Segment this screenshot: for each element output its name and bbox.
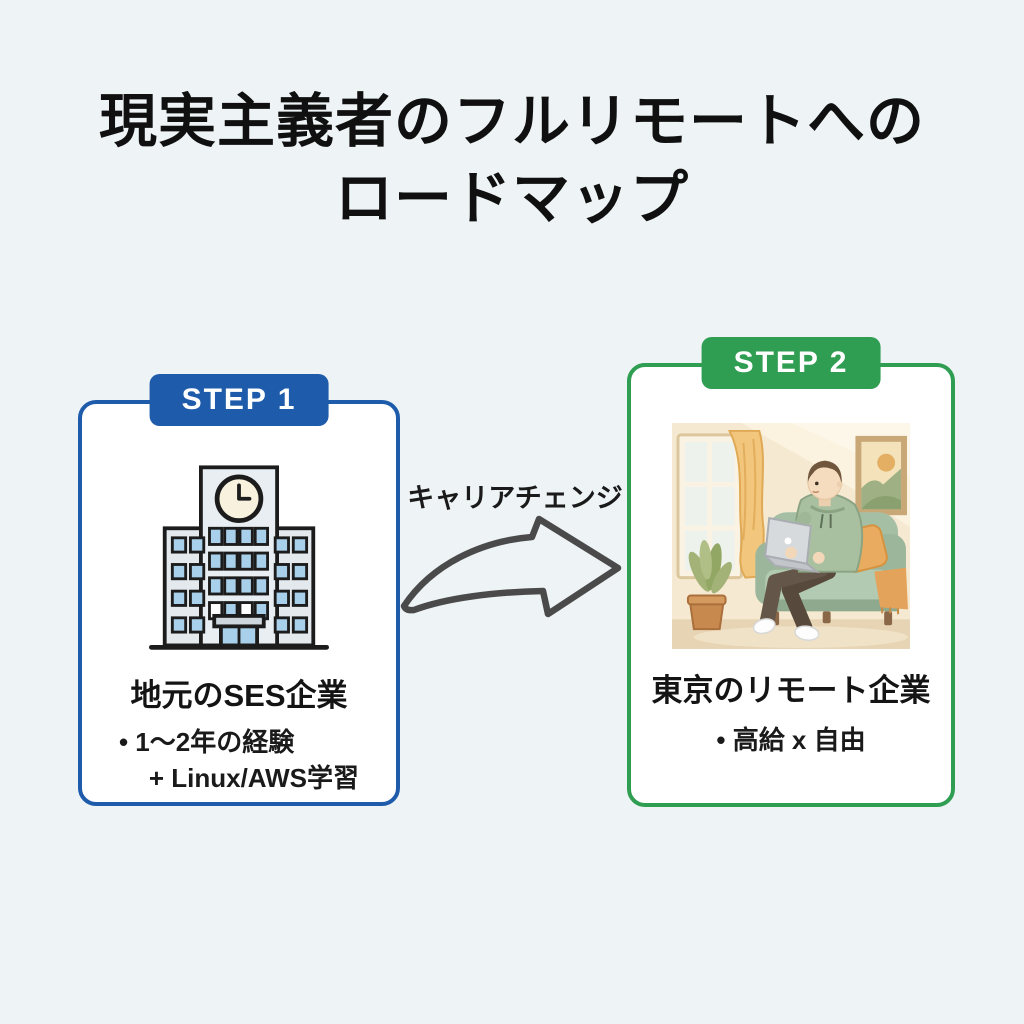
step1-bullets: • 1〜2年の経験 + Linux/AWS学習: [119, 725, 359, 797]
step1-bullet-1: • 1〜2年の経験: [118, 727, 295, 757]
remote-work-illustration: [672, 423, 910, 649]
step1-bullet-2: + Linux/AWS学習: [148, 762, 360, 793]
office-building-icon: [149, 465, 329, 650]
step1-badge: STEP 1: [149, 374, 329, 426]
career-change-label: キャリアチェンジ: [407, 483, 623, 513]
step2-bullet-1: • 高給 x 自由: [716, 725, 866, 755]
page-title-line1: 現実主義者のフルリモートへの: [98, 89, 925, 154]
step2-bullets: • 高給 x 自由: [716, 720, 865, 757]
step1-heading: 地元のSES企業: [130, 678, 348, 713]
step2-badge: STEP 2: [701, 337, 881, 389]
page-title: 現実主義者のフルリモートへの ロードマップ: [0, 84, 1024, 237]
career-change-arrow-icon: [400, 515, 622, 618]
step2-card: STEP 2: [627, 337, 955, 807]
step1-card: STEP 1: [78, 374, 400, 806]
step2-heading: 東京のリモート企業: [651, 673, 931, 708]
page-title-line2: ロードマップ: [334, 165, 689, 231]
